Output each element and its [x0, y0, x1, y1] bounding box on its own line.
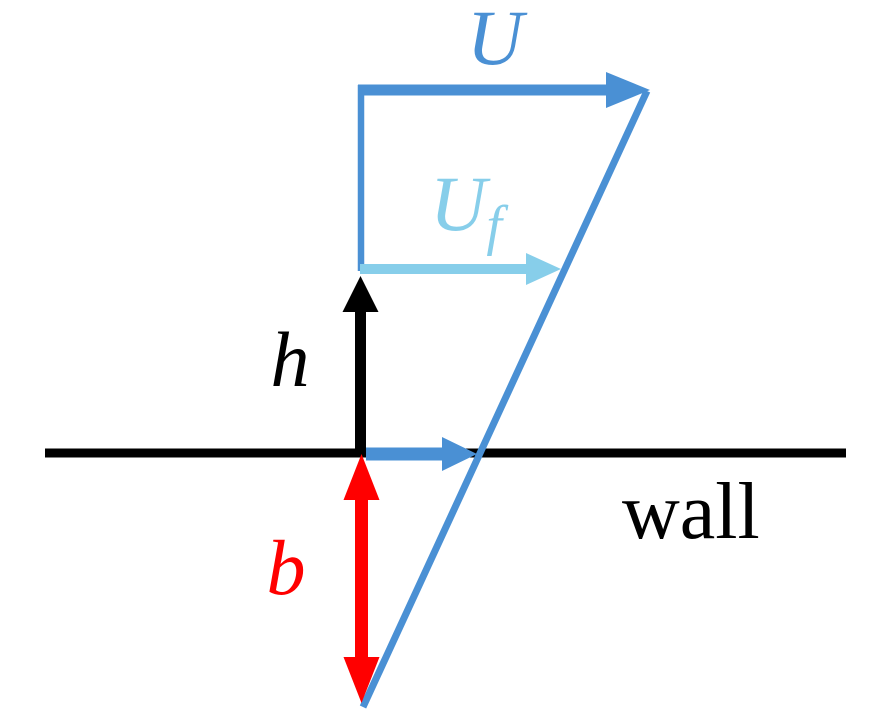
h-arrowhead-icon: [342, 276, 379, 312]
velocity-profile-slant-line: [359, 89, 651, 709]
b-label: b: [267, 524, 306, 611]
uf-label-base: U: [430, 160, 491, 247]
wall-slip-arrow: [366, 437, 477, 471]
b-arrow: [343, 454, 380, 703]
u-arrow: [358, 72, 650, 108]
b-arrowhead-down-icon: [343, 657, 380, 703]
uf-arrowhead-icon: [526, 253, 561, 285]
wall-label: wall: [622, 468, 760, 556]
h-label: h: [271, 316, 310, 403]
wall-slip-arrowhead-icon: [442, 437, 477, 471]
uf-label-subscript: f: [486, 195, 509, 257]
uf-label: Uf: [430, 160, 509, 257]
u-label: U: [467, 0, 528, 81]
b-arrowhead-up-icon: [343, 454, 380, 500]
u-arrowhead-icon: [606, 72, 650, 108]
h-arrow: [342, 276, 379, 452]
uf-arrow: [360, 253, 561, 285]
